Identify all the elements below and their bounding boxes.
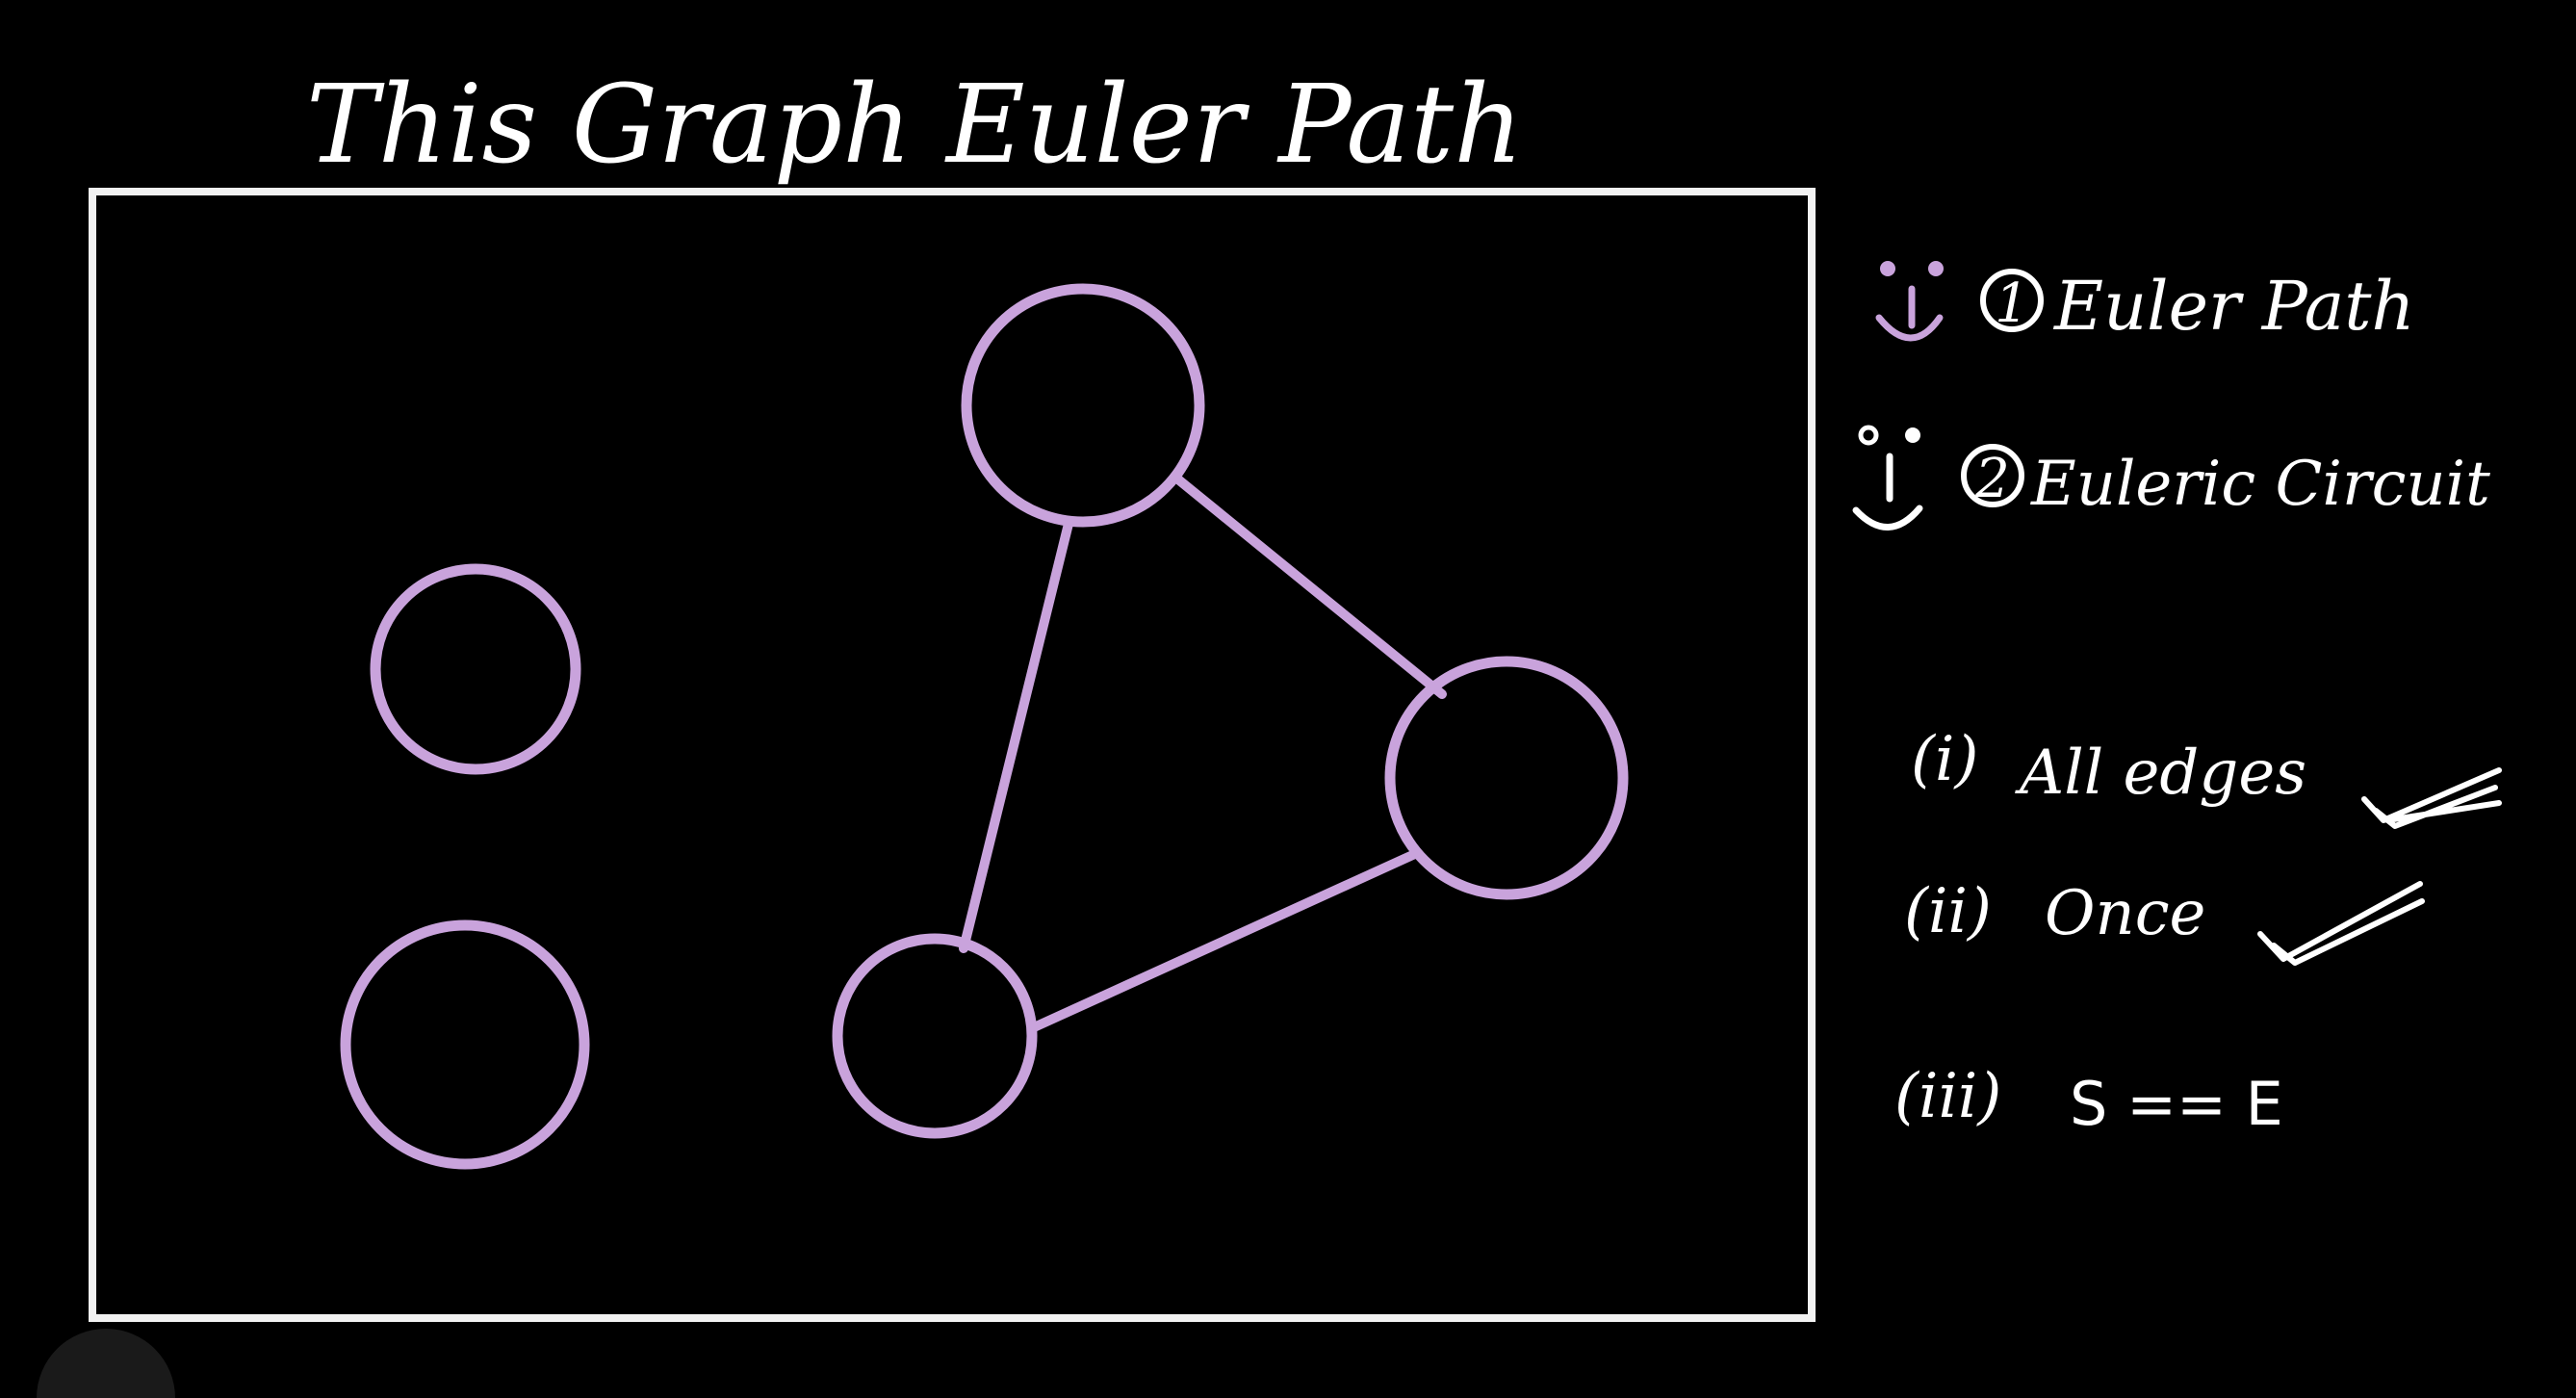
edge-top-right — [1173, 475, 1447, 699]
node-right — [1384, 656, 1629, 900]
condition-1-numeral: (i) — [1911, 724, 1978, 795]
number-badge-1 — [1980, 269, 2044, 332]
corner-overlay — [37, 1329, 175, 1398]
edge-bottom-right — [1027, 848, 1422, 1033]
node-bottom — [832, 933, 1038, 1139]
number-badge-1-label: 1 — [1995, 272, 2029, 335]
condition-2-numeral: (ii) — [1904, 876, 1992, 947]
condition-3-text: S == E — [2070, 1069, 2283, 1139]
edge-top-bottom — [959, 519, 1073, 953]
number-badge-2 — [1961, 444, 2024, 507]
condition-1: (i) All edges — [1911, 724, 2502, 829]
condition-3: (iii) S == E — [1894, 1061, 2283, 1139]
smiley-face-icon — [1875, 261, 1944, 342]
double-check-icon — [2361, 767, 2502, 829]
double-check-icon — [2257, 881, 2425, 966]
number-badge-2-label: 2 — [1974, 448, 2010, 510]
condition-1-text: All edges — [2015, 738, 2306, 809]
node-top — [961, 283, 1205, 528]
node-left-upper — [370, 563, 581, 775]
smiley-face-icon — [1852, 425, 1923, 531]
note-item-1-label: Euler Path — [2052, 267, 2415, 346]
page-title: This Graph Euler Path — [306, 63, 1523, 188]
note-item-1: 1 Euler Path — [1875, 261, 2415, 346]
node-left-lower — [340, 919, 590, 1170]
note-item-2-label: Euleric Circuit — [2030, 449, 2490, 520]
condition-2: (ii) Once — [1904, 876, 2425, 966]
note-item-2: 2 Euleric Circuit — [1852, 425, 2490, 531]
condition-2-text: Once — [2045, 878, 2205, 949]
graph-frame — [89, 188, 1816, 1322]
condition-3-numeral: (iii) — [1894, 1061, 2001, 1132]
